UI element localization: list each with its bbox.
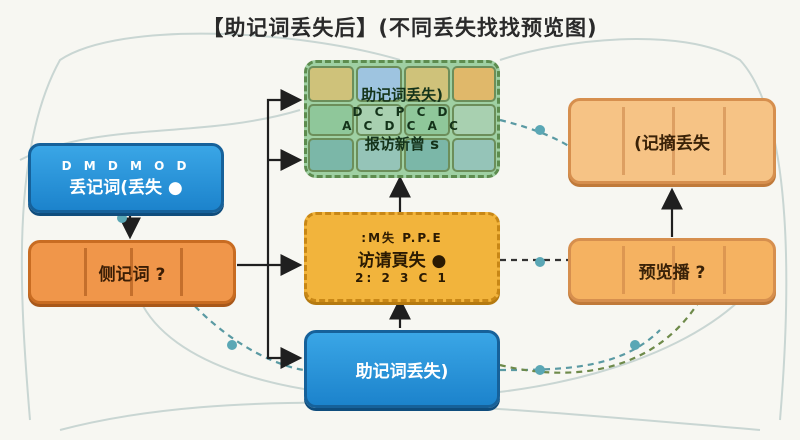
segment-divider bbox=[672, 107, 675, 175]
segment-divider bbox=[621, 245, 625, 295]
node-recovery-label: 助记词丢失) bbox=[355, 361, 449, 382]
segment-divider bbox=[83, 247, 87, 297]
node-side-phrase[interactable]: 侧记词 ? bbox=[28, 240, 236, 304]
thumbnail-grid bbox=[308, 66, 496, 172]
node-record-lost[interactable]: (记摘丢失 bbox=[568, 98, 776, 184]
node-lost-phrase-label: 丢记词(丢失 ● bbox=[69, 177, 183, 198]
node-recovery[interactable]: 助记词丢失) bbox=[304, 330, 500, 408]
segment-divider bbox=[722, 245, 726, 295]
node-lost-phrase[interactable]: D M D M O D 丢记词(丢失 ● bbox=[28, 143, 224, 213]
node-lost-phrase-marks: D M D M O D bbox=[61, 158, 191, 173]
flow-arrows bbox=[119, 89, 683, 369]
segment-divider bbox=[621, 107, 625, 175]
node-preview-play[interactable]: 预览播 ? bbox=[568, 238, 776, 302]
dashed-connectors bbox=[179, 118, 701, 374]
node-center-label: 访请頁失 ● bbox=[357, 251, 447, 271]
node-preview-grid-marks: A C D C A C bbox=[342, 119, 462, 133]
segment-divider bbox=[129, 247, 133, 297]
node-preview-grid[interactable]: 助记词丢失) D C P C D A C D C A C 报访新曾 s bbox=[304, 60, 500, 178]
node-preview-grid-top: 助记词丢失) bbox=[361, 86, 443, 104]
node-preview-play-label: 预览播 ? bbox=[638, 262, 706, 283]
node-center-request[interactable]: :M失 P.P.E 访请頁失 ● 2: 2 3 C 1 bbox=[304, 212, 500, 302]
segment-divider bbox=[672, 245, 675, 295]
node-preview-grid-marks-top: D C P C D bbox=[352, 105, 452, 119]
diagram-title: 【助记词丢失后】(不同丢失找找预览图) bbox=[202, 16, 598, 40]
node-center-marks: :M失 P.P.E bbox=[361, 231, 443, 245]
node-preview-grid-bottom: 报访新曾 s bbox=[364, 135, 440, 153]
segment-divider bbox=[722, 107, 726, 175]
node-center-numbers: 2: 2 3 C 1 bbox=[355, 271, 449, 285]
node-record-lost-label: (记摘丢失 bbox=[634, 133, 710, 154]
segment-divider bbox=[180, 247, 184, 297]
